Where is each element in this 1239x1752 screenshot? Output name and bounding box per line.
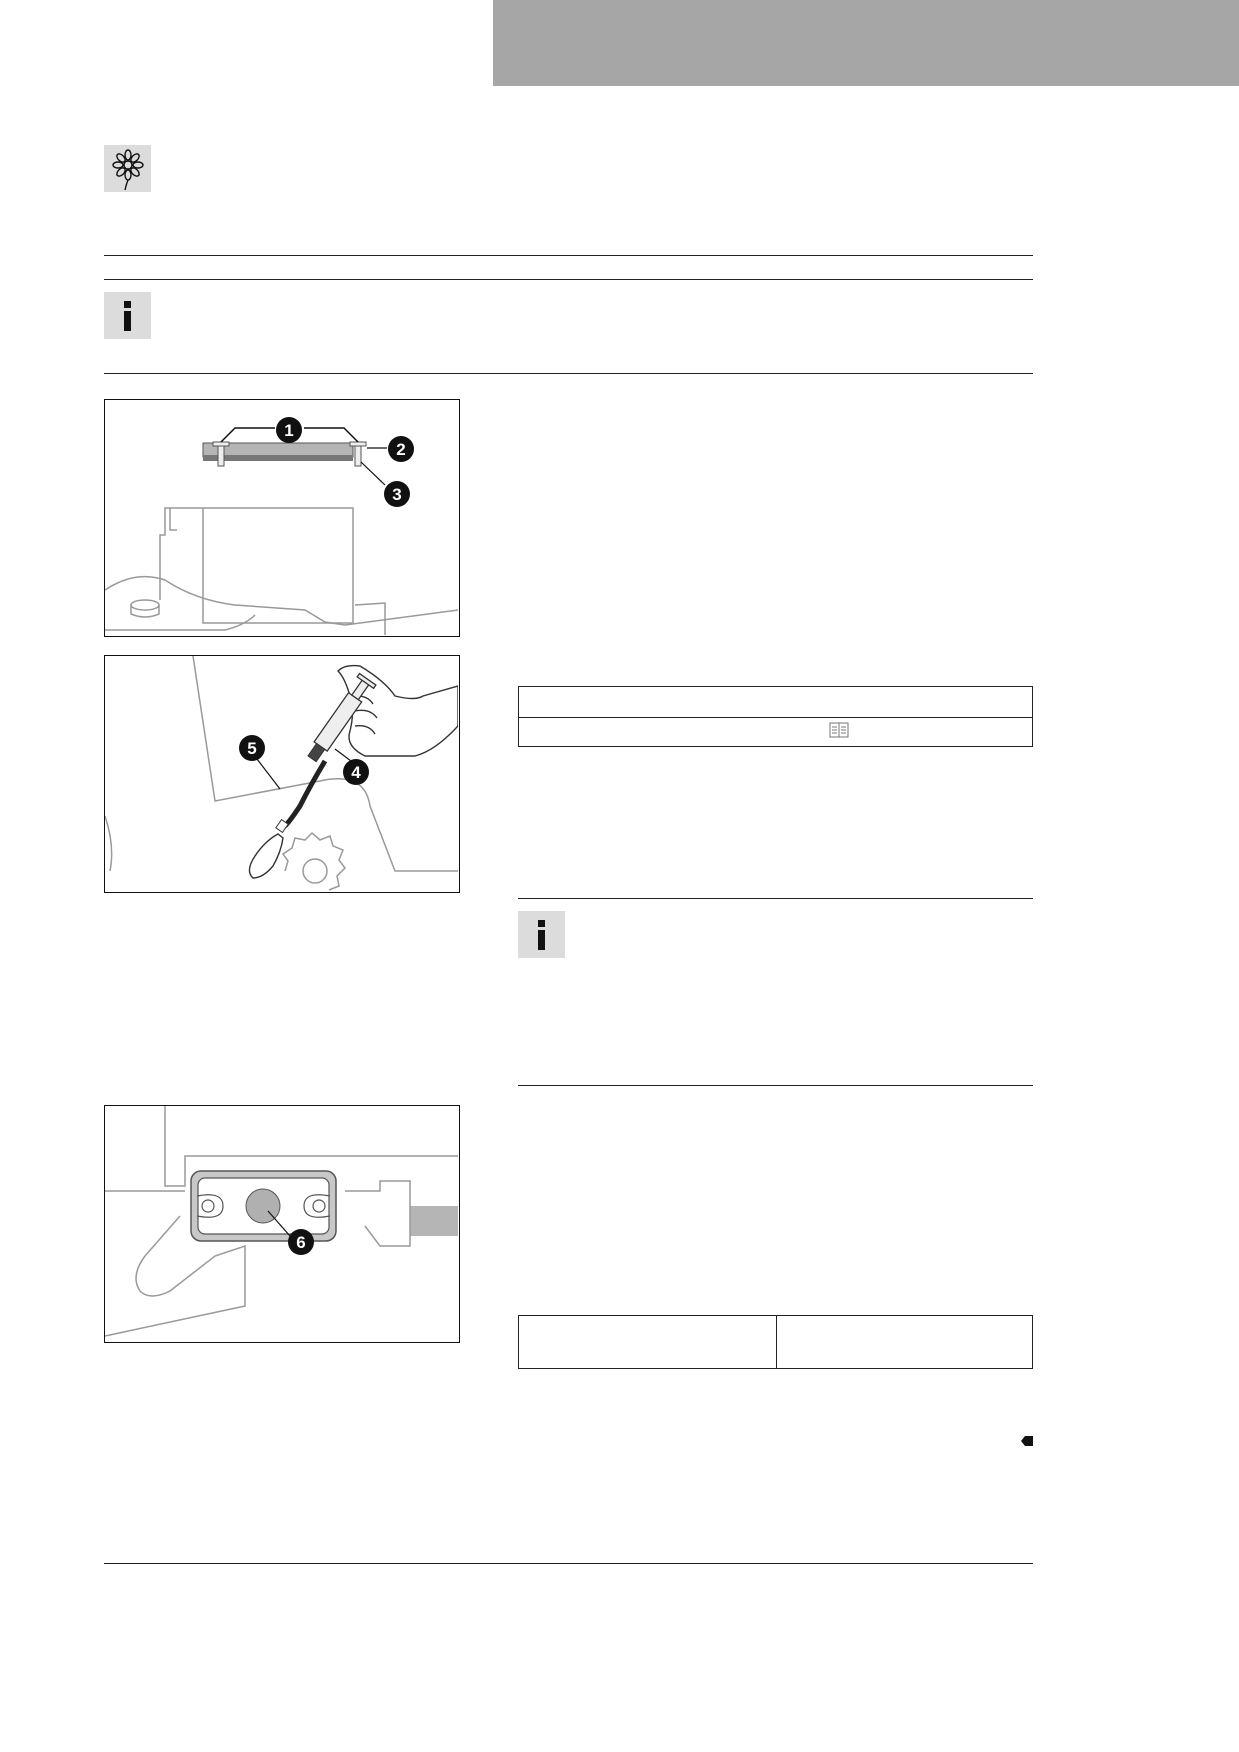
header-bar bbox=[493, 0, 1239, 86]
section-rule bbox=[104, 255, 1033, 256]
flower-icon bbox=[104, 145, 151, 192]
book-icon bbox=[829, 721, 849, 744]
info-icon bbox=[518, 911, 565, 958]
footer-rule bbox=[104, 1563, 1033, 1564]
callout-1: 1 bbox=[275, 416, 303, 444]
callout-1-label: 1 bbox=[284, 421, 293, 440]
value-table bbox=[518, 1315, 1033, 1369]
callout-6: 6 bbox=[287, 1228, 315, 1256]
callout-3: 3 bbox=[383, 480, 411, 508]
callout-4-label: 4 bbox=[351, 763, 361, 782]
end-of-section-marker-icon bbox=[1020, 1434, 1034, 1453]
note-rule-top bbox=[104, 279, 1033, 280]
callout-4: 4 bbox=[342, 758, 370, 786]
callout-2: 2 bbox=[387, 435, 415, 463]
callout-6-label: 6 bbox=[296, 1233, 305, 1252]
table-row-divider bbox=[519, 717, 1032, 718]
callout-5: 5 bbox=[238, 734, 266, 762]
note-rule-top-2 bbox=[518, 898, 1033, 899]
figure-bleeding-syringe: 4 5 bbox=[104, 655, 460, 893]
figure-caliper-bleeder: 6 bbox=[104, 1105, 460, 1343]
note-rule-bottom bbox=[104, 373, 1033, 374]
note-rule-bottom-2 bbox=[518, 1085, 1033, 1086]
info-icon bbox=[104, 292, 151, 339]
figure-brake-reservoir-cover: 1 2 3 bbox=[104, 399, 460, 637]
callout-3-label: 3 bbox=[392, 485, 401, 504]
table-cell-divider bbox=[776, 1316, 777, 1368]
callout-5-label: 5 bbox=[247, 739, 256, 758]
callout-2-label: 2 bbox=[396, 440, 405, 459]
specification-table bbox=[518, 686, 1033, 747]
